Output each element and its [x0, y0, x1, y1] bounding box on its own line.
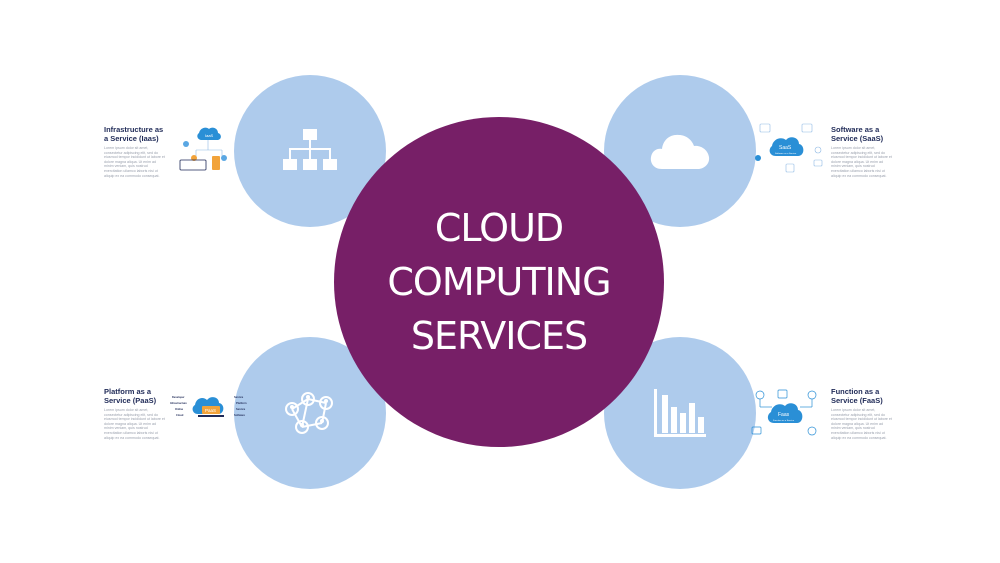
- car-icon: [751, 426, 762, 435]
- paas-label-left-1: Developer: [172, 395, 185, 399]
- paas-illustration: Developer Infrastructure Online Cloud Se…: [170, 395, 247, 417]
- music-icon: [807, 426, 817, 436]
- phone-icon: [212, 156, 220, 170]
- paas-label-right-2: Platform: [236, 401, 247, 405]
- paas-label-left-3: Online: [175, 407, 184, 411]
- mail-icon: [813, 159, 823, 167]
- paas-badge: PaaS: [205, 408, 216, 413]
- saas-illustration: SaaS Software as a Service: [755, 123, 823, 173]
- paas-laptop-icon: [202, 406, 220, 414]
- center-title-circle: CLOUD COMPUTING SERVICES: [334, 117, 664, 447]
- user-icon: [755, 155, 761, 161]
- paas-body: Lorem ipsum dolor sit amet, consectetur …: [104, 408, 165, 440]
- paas-label-right-1: Service: [234, 395, 244, 399]
- iaas-badge: IaaS: [205, 133, 214, 138]
- iaas-node-icon: [183, 141, 189, 147]
- saas-text-block: Software as a Service (SaaS) Lorem ipsum…: [831, 125, 893, 178]
- faas-body: Lorem ipsum dolor sit amet, consectetur …: [831, 408, 892, 440]
- laptop-icon: [179, 159, 207, 171]
- faas-text-block: Function as a Service (FaaS) Lorem ipsum…: [831, 387, 893, 440]
- faas-illustration: Faas Function as a Service: [751, 389, 817, 436]
- window-icon: [801, 123, 813, 133]
- saas-title: Software as a Service (SaaS): [831, 125, 884, 143]
- saas-badge-sub: Software as a Service: [775, 152, 797, 155]
- network-hierarchy-icon: [283, 129, 337, 170]
- iaas-text-block: Infrastructure as a Service (Iaas) Lorem…: [104, 125, 166, 178]
- document-icon: [777, 389, 788, 399]
- bar-chart-icon: [654, 389, 706, 437]
- iaas-circle: [234, 75, 386, 227]
- center-title-line-1: CLOUD: [434, 206, 564, 250]
- paas-label-right-3: Service: [236, 407, 246, 411]
- saas-body: Lorem ipsum dolor sit amet, consectetur …: [831, 146, 892, 178]
- cloud-icon: [650, 134, 710, 169]
- center-title-line-2: COMPUTING: [387, 260, 611, 304]
- people-network-icon: [285, 392, 333, 434]
- monitor-icon: [759, 123, 771, 133]
- paas-label-left-2: Infrastructure: [170, 401, 187, 405]
- device-icon: [785, 163, 795, 173]
- iaas-node-icon-2: [191, 155, 197, 161]
- iaas-body: Lorem ipsum dolor sit amet, consectetur …: [104, 146, 165, 178]
- paas-label-right-4: Software: [234, 413, 246, 417]
- saas-badge: SaaS: [779, 145, 792, 151]
- paas-text-block: Platform as a Service (PaaS) Lorem ipsum…: [104, 387, 166, 440]
- faas-badge-sub: Function as a Service: [773, 419, 795, 422]
- user-icon: [755, 390, 765, 400]
- paas-title: Platform as a Service (PaaS): [104, 387, 157, 405]
- faas-title: Function as a Service (FaaS): [831, 387, 883, 405]
- iaas-illustration: IaaS: [179, 127, 227, 171]
- paas-label-left-4: Cloud: [176, 413, 184, 417]
- faas-badge: Faas: [778, 412, 790, 418]
- iaas-title: Infrastructure as a Service (Iaas): [104, 125, 164, 143]
- check-icon: [807, 390, 817, 400]
- globe-icon: [814, 146, 822, 154]
- center-title-line-3: SERVICES: [410, 314, 588, 358]
- iaas-node-icon-3: [221, 155, 227, 161]
